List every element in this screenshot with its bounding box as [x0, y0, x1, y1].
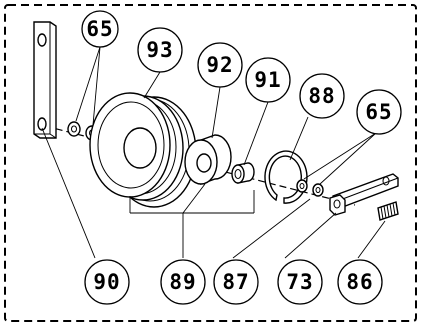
callout-73-label: 73 — [286, 270, 313, 294]
part-sleeve — [231, 162, 255, 184]
part-bushing — [184, 134, 232, 185]
callout-86: 86 — [337, 259, 383, 305]
callout-65-left-label: 65 — [86, 17, 113, 41]
callout-93: 93 — [137, 27, 183, 73]
callout-73: 73 — [277, 259, 323, 305]
part-bracket-plate — [33, 21, 57, 139]
callout-89-label: 89 — [169, 270, 196, 294]
callout-90-label: 90 — [93, 270, 120, 294]
callout-86-label: 86 — [346, 270, 373, 294]
part-bolt — [377, 201, 399, 221]
part-washer-right-1 — [296, 179, 308, 193]
callout-93-label: 93 — [146, 38, 173, 62]
callout-90: 90 — [84, 259, 130, 305]
callout-87-label: 87 — [222, 270, 249, 294]
part-pulley-wheel — [89, 92, 197, 208]
callout-92: 92 — [197, 42, 243, 88]
part-snap-ring — [264, 150, 308, 204]
part-washer-left-1 — [67, 121, 81, 137]
part-nut — [329, 194, 346, 216]
leader-lines — [41, 46, 386, 259]
callout-91-label: 91 — [254, 68, 281, 92]
callout-91: 91 — [245, 57, 291, 103]
callout-65-left: 65 — [81, 10, 119, 48]
callout-88: 88 — [299, 73, 345, 119]
callout-87: 87 — [213, 259, 259, 305]
part-washer-right-2 — [312, 183, 324, 197]
callout-88-label: 88 — [308, 84, 335, 108]
diagram-frame — [4, 4, 417, 322]
callout-65-right: 65 — [356, 89, 402, 135]
callout-89: 89 — [160, 259, 206, 305]
callout-92-label: 92 — [206, 53, 233, 77]
callout-65-right-label: 65 — [365, 100, 392, 124]
